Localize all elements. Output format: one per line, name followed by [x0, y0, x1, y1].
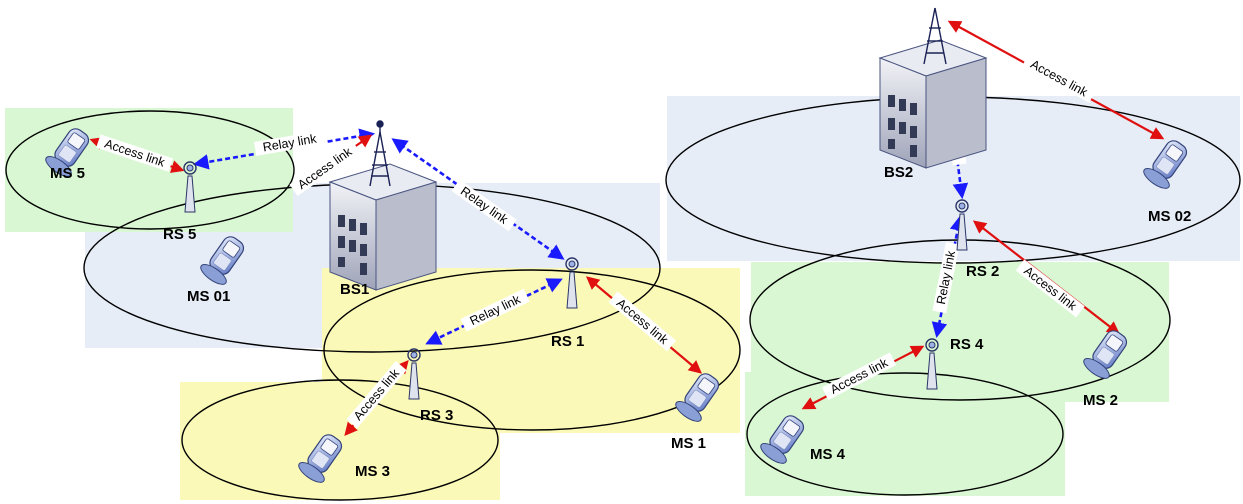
link-label-background	[821, 352, 897, 400]
building-icon	[878, 39, 988, 169]
rs1-coverage-ellipse	[323, 269, 741, 431]
ms1-node: MS 1	[671, 373, 720, 452]
rs5-label: RS 5	[163, 226, 196, 243]
ms3-label: MS 3	[355, 463, 390, 480]
ms5-label: MS 5	[50, 165, 85, 182]
rs4-node: RS 4	[925, 336, 984, 390]
rs3-node: RS 3	[407, 348, 453, 424]
mobile-phone-icon	[298, 434, 343, 483]
ms5-node: MS 5	[45, 128, 90, 182]
ms02-node: MS 02	[1143, 140, 1191, 225]
rs1-label: RS 1	[551, 333, 584, 350]
relay-antenna-icon	[407, 348, 421, 400]
mobile-phone-icon	[1083, 330, 1128, 379]
link-label-background	[96, 134, 174, 172]
antenna-tower-icon	[923, 7, 947, 65]
mobile-stations: MS 01 MS 02 MS 1 MS 2 MS 3 MS 4 MS 5	[45, 128, 1191, 483]
access-link-label: Access link	[1028, 57, 1090, 100]
bs1-node: BS1	[328, 120, 438, 298]
bs2-node: BS2	[878, 7, 988, 181]
mobile-phone-icon	[45, 128, 90, 177]
relay-antenna-icon	[955, 199, 969, 251]
relay-antenna-icon	[925, 338, 939, 390]
rs1-node: RS 1	[551, 257, 584, 350]
ms2-node: MS 2	[1083, 330, 1128, 409]
ms2-label: MS 2	[1083, 392, 1118, 409]
bs1-label: BS1	[340, 281, 369, 298]
ms01-node: MS 01	[187, 236, 245, 305]
rs5-node: RS 5	[163, 161, 197, 243]
rs3-coverage-ellipse	[181, 379, 499, 501]
antenna-tower-icon	[369, 120, 391, 187]
rs4-label: RS 4	[950, 336, 984, 353]
link-label-background	[460, 288, 530, 332]
link-label-background	[932, 241, 960, 314]
link-label-background	[1022, 53, 1096, 103]
rs2-label: RS 2	[966, 263, 999, 280]
mobile-phone-icon	[675, 373, 720, 422]
ms1-label: MS 1	[671, 435, 706, 452]
rs5-cell-background	[5, 108, 293, 232]
ms01-label: MS 01	[187, 288, 230, 305]
link-label-background	[451, 179, 517, 232]
relay-antenna-icon	[183, 161, 197, 213]
rs5-coverage-ellipse	[5, 110, 295, 230]
rs2-node: RS 2	[955, 199, 999, 280]
mobile-phone-icon	[760, 415, 805, 464]
mobile-phone-icon	[1143, 140, 1188, 189]
ms02-label: MS 02	[1148, 208, 1191, 225]
link-label-background	[289, 140, 361, 197]
relay-antenna-icon	[565, 257, 579, 309]
bs2-label: BS2	[884, 164, 913, 181]
building-icon	[328, 163, 438, 291]
relay-link-line	[391, 138, 565, 260]
link-label-background	[346, 361, 407, 429]
relay-stations: RS 1 RS 2 RS 3 RS 4 RS 5	[163, 161, 999, 424]
link-label-background	[1015, 259, 1085, 318]
ms4-label: MS 4	[810, 446, 846, 463]
mobile-phone-icon	[200, 236, 245, 285]
rs3-label: RS 3	[420, 407, 453, 424]
ms4-node: MS 4	[760, 415, 846, 464]
link-label-background	[608, 291, 677, 352]
ms3-node: MS 3	[298, 434, 390, 483]
